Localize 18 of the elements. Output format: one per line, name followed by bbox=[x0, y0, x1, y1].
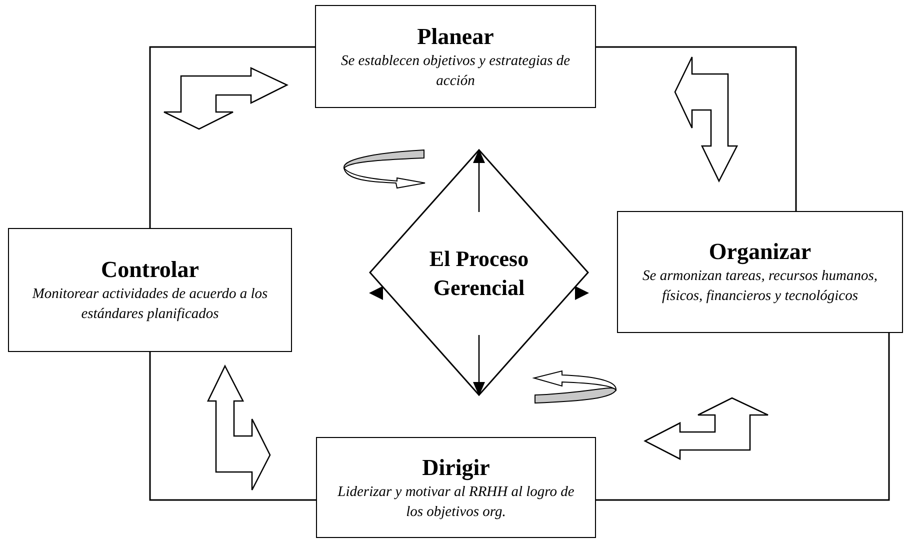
decision-diamond bbox=[369, 149, 589, 396]
box-title: Organizar bbox=[708, 238, 812, 266]
process-box bbox=[315, 5, 596, 108]
connector-line bbox=[149, 46, 315, 228]
box-title: Planear bbox=[417, 22, 494, 50]
connector-line bbox=[596, 46, 797, 211]
process-box bbox=[617, 211, 903, 333]
box-description: Liderizar y motivar al RRHH al logro de los objetivos org. bbox=[336, 482, 576, 522]
process-box bbox=[316, 437, 596, 538]
box-description: Se establecen objetivos y estrategias de acción bbox=[340, 52, 570, 90]
connector-line bbox=[596, 333, 890, 501]
process-box bbox=[8, 228, 292, 352]
box-title: Dirigir bbox=[422, 454, 490, 482]
box-title: Controlar bbox=[101, 256, 199, 284]
box-description: Monitorear actividades de acuerdo a los estándares planificados bbox=[31, 285, 269, 324]
connector-line bbox=[149, 352, 316, 501]
diamond-title: El Proceso Gerencial bbox=[429, 244, 529, 302]
box-description: Se armonizan tareas, recursos humanos, físicos, financieros y tecnológicos bbox=[642, 267, 878, 306]
